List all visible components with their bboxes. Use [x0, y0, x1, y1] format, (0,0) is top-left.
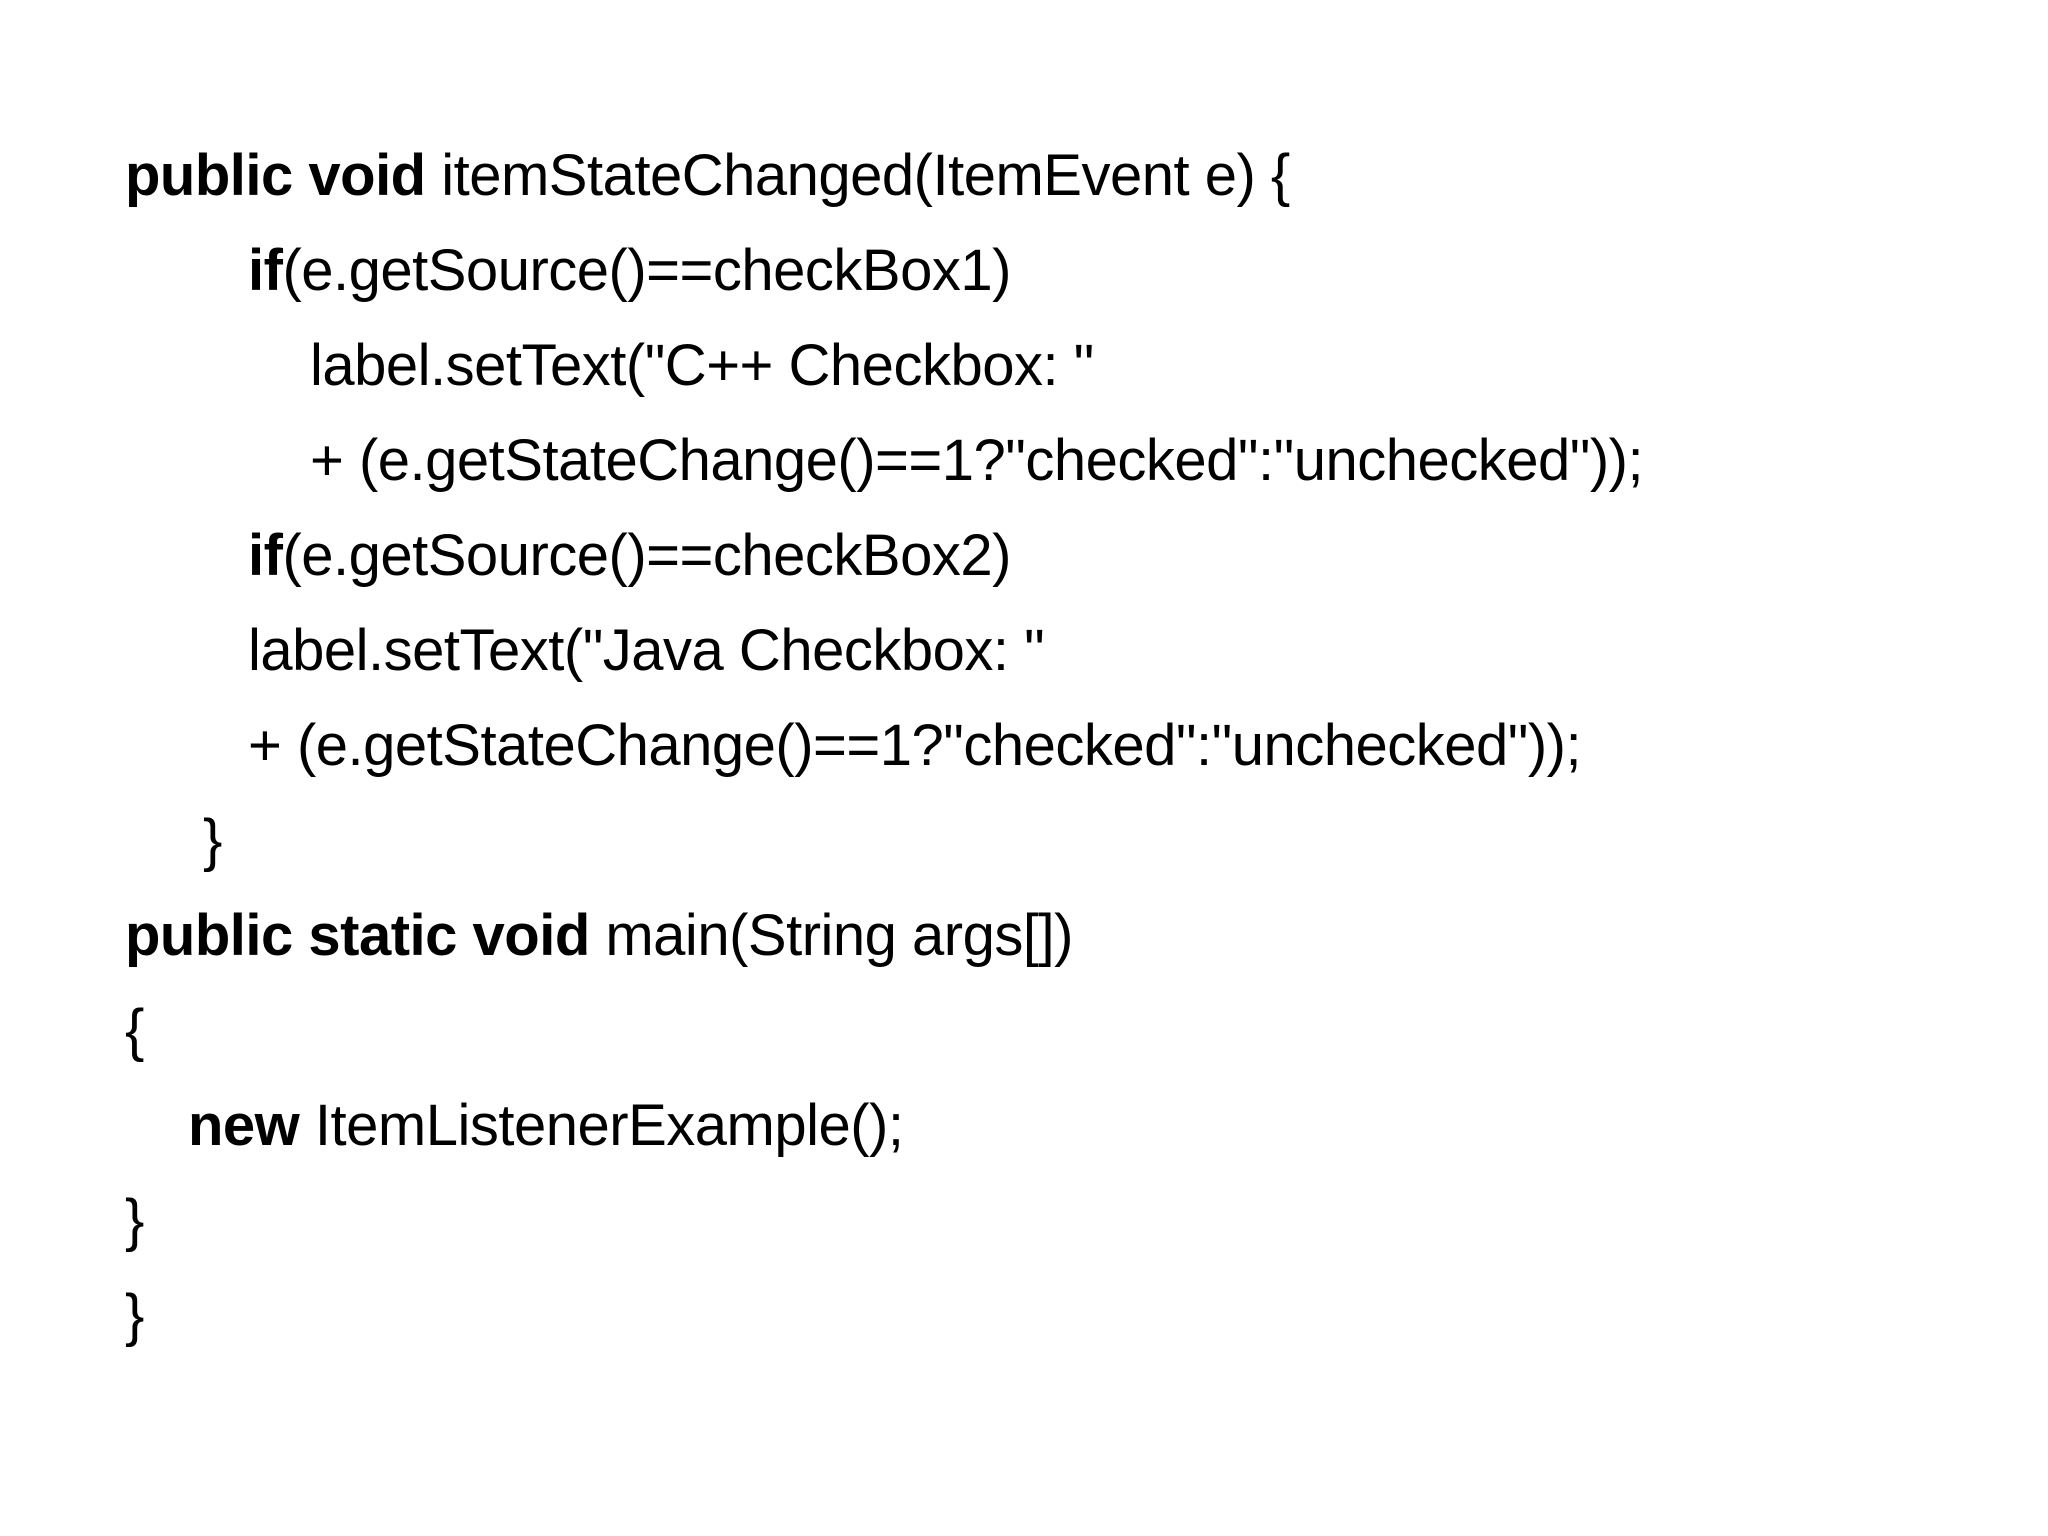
code-keyword: new	[188, 1093, 315, 1158]
code-text: main(String args[])	[605, 903, 1073, 968]
code-line-10: {	[125, 983, 1643, 1078]
code-line-3: label.setText("C++ Checkbox: "	[125, 318, 1643, 413]
code-line-1: public void itemStateChanged(ItemEvent e…	[125, 128, 1643, 223]
code-text: label.setText("Java Checkbox: "	[248, 618, 1045, 683]
code-line-6: label.setText("Java Checkbox: "	[125, 603, 1643, 698]
code-line-12: }	[125, 1173, 1643, 1268]
code-text: }	[203, 808, 222, 873]
code-line-11: new ItemListenerExample();	[125, 1078, 1643, 1173]
code-text: ItemListenerExample();	[314, 1093, 904, 1158]
code-block: public void itemStateChanged(ItemEvent e…	[125, 128, 1644, 1363]
code-text: + (e.getStateChange()==1?"checked":"unch…	[310, 428, 1644, 493]
code-text: itemStateChanged(ItemEvent e) {	[441, 143, 1290, 208]
code-text: {	[125, 998, 144, 1063]
code-line-8: }	[125, 793, 1643, 888]
code-text: (e.getSource()==checkBox2)	[282, 523, 1011, 588]
code-text: (e.getSource()==checkBox1)	[282, 238, 1011, 303]
code-line-2: if(e.getSource()==checkBox1)	[125, 223, 1643, 318]
code-text: + (e.getStateChange()==1?"checked":"unch…	[248, 713, 1582, 778]
code-text: label.setText("C++ Checkbox: "	[310, 333, 1094, 398]
code-text: }	[125, 1188, 144, 1253]
code-line-5: if(e.getSource()==checkBox2)	[125, 508, 1643, 603]
code-text: }	[125, 1283, 144, 1348]
code-line-7: + (e.getStateChange()==1?"checked":"unch…	[125, 698, 1643, 793]
code-keyword: public static void	[125, 903, 606, 968]
code-keyword: if	[248, 523, 283, 588]
code-line-9: public static void main(String args[])	[125, 888, 1643, 983]
code-keyword: if	[248, 238, 283, 303]
code-keyword: public void	[125, 143, 442, 208]
code-line-4: + (e.getStateChange()==1?"checked":"unch…	[125, 413, 1644, 508]
code-line-13: }	[125, 1268, 1643, 1363]
